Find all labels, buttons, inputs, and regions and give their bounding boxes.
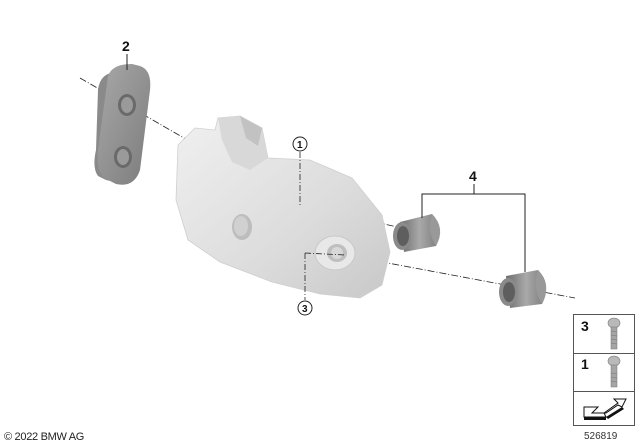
diagram-id: 526819 [584, 431, 618, 442]
legend-item-3: 3 [574, 315, 634, 354]
legend-item-arrow [574, 391, 634, 425]
svg-text:3: 3 [302, 304, 308, 315]
legend-number: 3 [581, 318, 589, 334]
callout-4: 4 [469, 168, 477, 184]
svg-text:1: 1 [297, 140, 303, 151]
bushing-lower-part [499, 270, 547, 308]
copyright-text: © 2022 BMW AG [4, 431, 85, 443]
bracket-plate-part [94, 64, 151, 185]
legend-number: 1 [581, 356, 589, 372]
bushing-upper-part [393, 214, 441, 252]
callout-2: 2 [122, 38, 130, 54]
legend-item-1: 1 [574, 353, 634, 392]
hinge-housing-part [175, 115, 391, 299]
direction-arrow-icon [583, 398, 627, 420]
leader-bracket-4 [421, 184, 526, 272]
screw-icon [607, 355, 621, 388]
callout-1: 1 [292, 136, 308, 152]
screw-icon [607, 317, 621, 350]
parts-legend: 3 1 [573, 314, 635, 426]
callout-3: 3 [297, 300, 313, 316]
